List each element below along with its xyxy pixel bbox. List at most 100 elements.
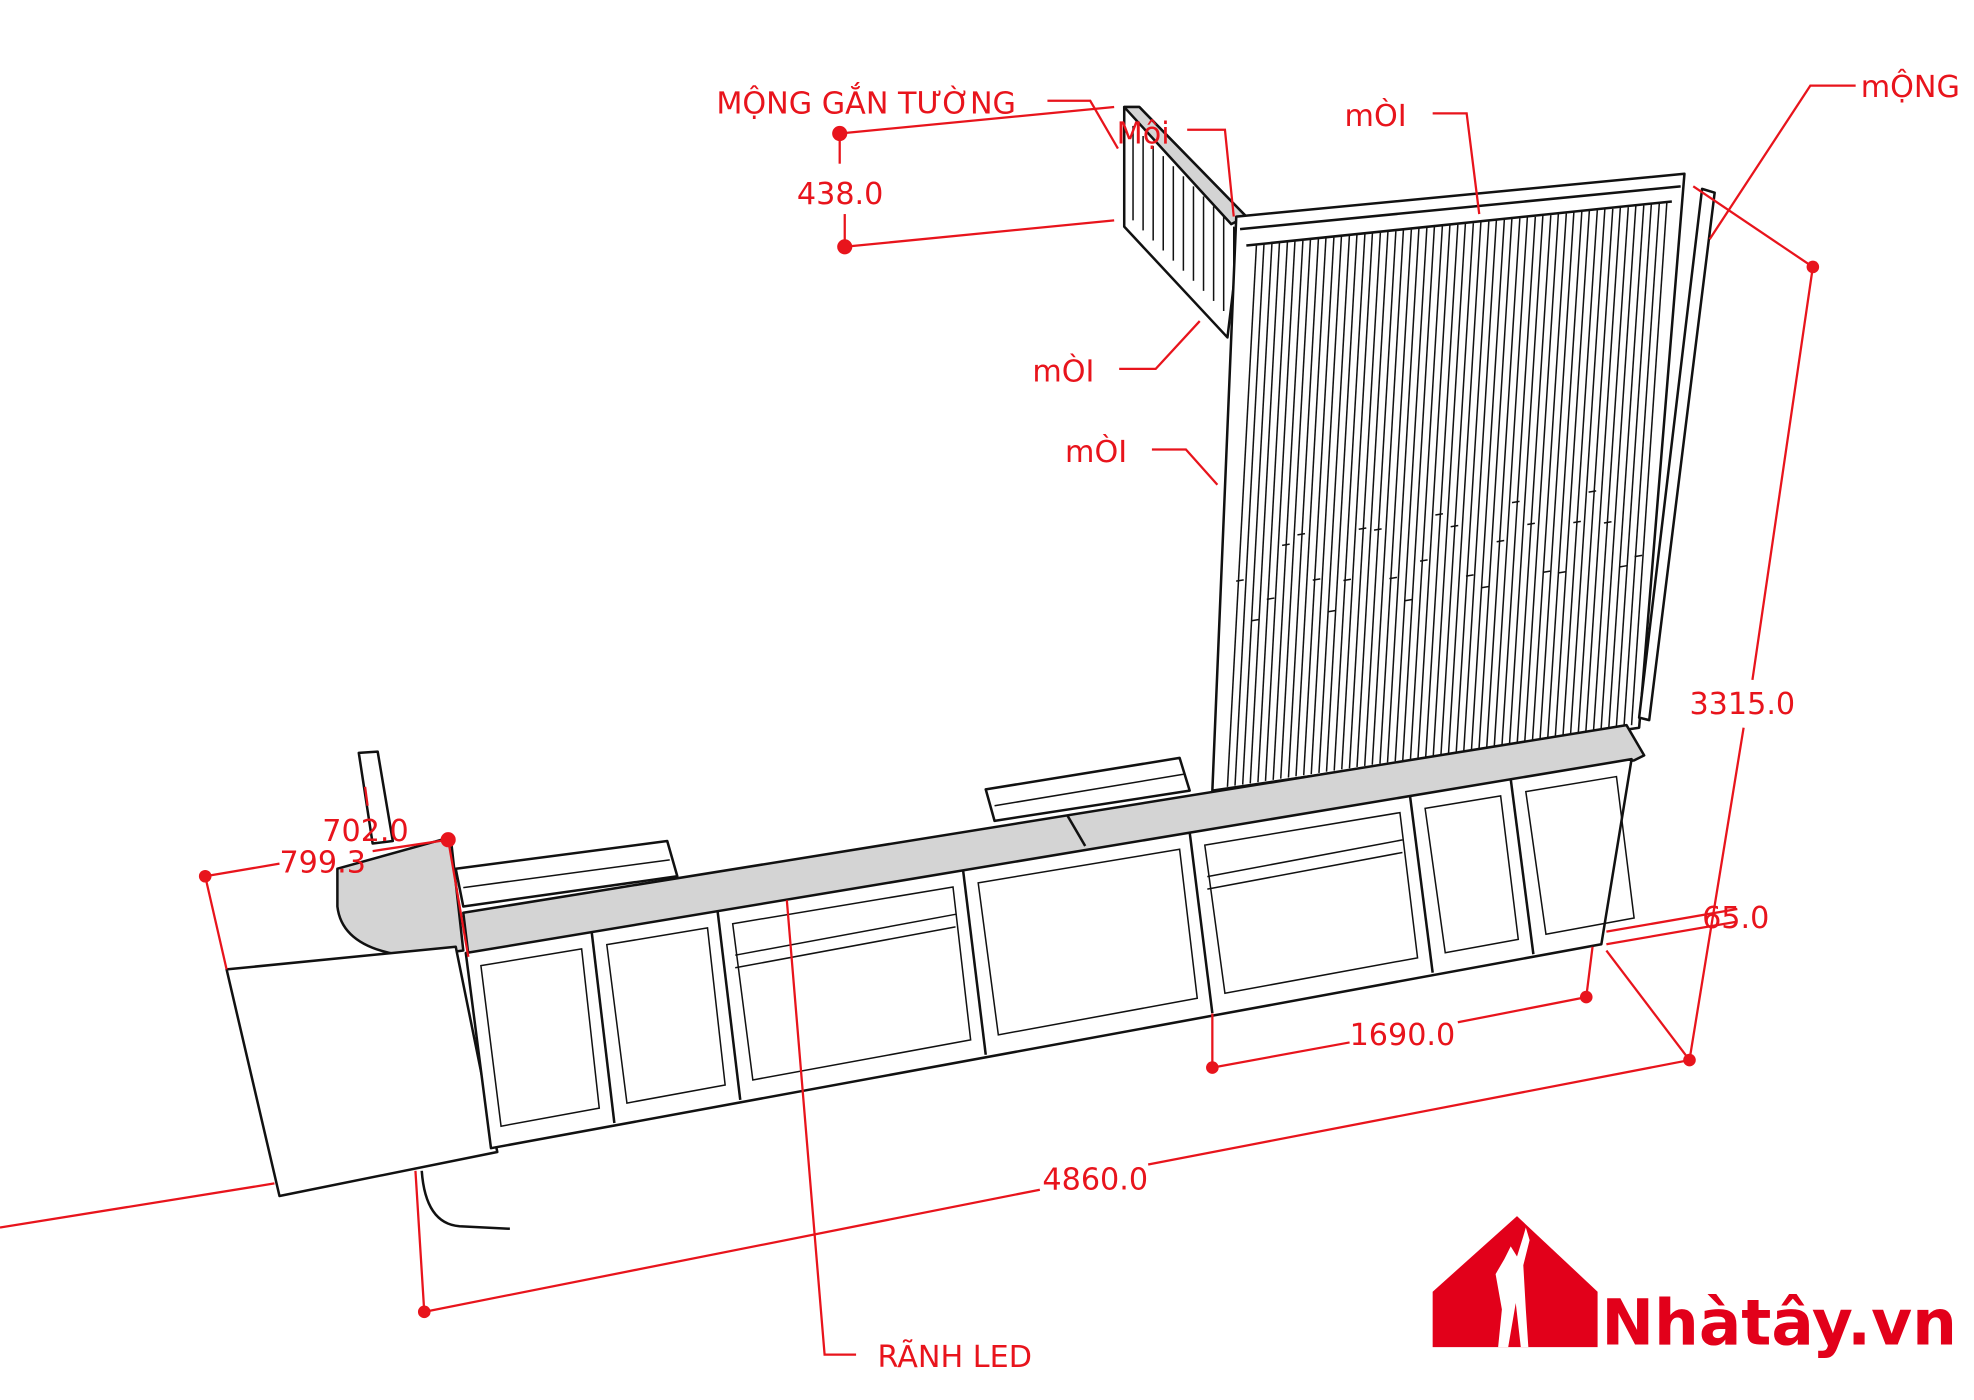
slat-gap [1266, 597, 1275, 601]
label-moi-2: mÒI [1032, 352, 1094, 389]
dim-1690: 1690.0 [1350, 1018, 1456, 1053]
slat [1318, 235, 1351, 773]
slat [1623, 203, 1661, 727]
slat-gap [1251, 618, 1260, 622]
drawer-line [735, 926, 956, 969]
slat [1295, 237, 1327, 777]
slat [1325, 234, 1358, 772]
slat [1402, 226, 1436, 761]
left-post [357, 750, 395, 845]
slat [1554, 210, 1591, 737]
label-moi-top: Mội [1117, 117, 1170, 152]
slat [1234, 244, 1265, 786]
label-moi-3: mÒI [1065, 433, 1127, 470]
dim-65: 65.0 [1702, 901, 1769, 936]
door-divider [1509, 778, 1535, 955]
slat [1409, 226, 1444, 760]
back-slat-panel [1211, 172, 1686, 792]
drawer-line [1207, 839, 1403, 878]
label-moi-1: mÒI [1345, 97, 1407, 134]
slat-gap [1312, 578, 1321, 581]
label-ranh-led: RÃNH LED [877, 1339, 1031, 1375]
slat [1379, 229, 1413, 764]
door-divider [1188, 832, 1214, 1014]
slat [1470, 219, 1506, 750]
slat [1478, 218, 1513, 749]
dimension-lines [0, 84, 1856, 1356]
slat [1592, 207, 1630, 732]
slat [1608, 205, 1645, 729]
slat [1600, 205, 1637, 730]
side-slat-panel [1122, 105, 1248, 339]
door-panel [1424, 794, 1520, 954]
slat [1493, 217, 1529, 747]
modulor-figure-icon [1495, 1227, 1530, 1348]
slat-gap [1389, 576, 1398, 580]
slat [1485, 218, 1521, 748]
slat-gap [1619, 564, 1627, 568]
slat [1241, 243, 1273, 785]
door-panel [605, 927, 726, 1104]
nhatay-logo: Nhàtây.vn [1432, 1216, 1957, 1360]
door-panel [977, 848, 1199, 1036]
slat [1569, 209, 1606, 735]
slat-gap [1358, 527, 1367, 531]
slat-gap [1634, 554, 1643, 558]
slat [1417, 225, 1451, 758]
slat [1531, 213, 1568, 741]
slat-gap [1557, 570, 1566, 574]
label-mong-right: mỘNG [1861, 68, 1960, 105]
slat [1264, 241, 1296, 781]
slat [1226, 245, 1258, 787]
slat [1432, 223, 1467, 756]
slat-gap [1481, 585, 1490, 589]
label-mong-gan-tuong: MỘNG GẮN TƯỜNG [716, 81, 1016, 121]
slat [1562, 210, 1599, 736]
slat [1333, 234, 1366, 771]
slat-gap [1542, 570, 1551, 574]
slat [1386, 228, 1420, 763]
slat-gap [1450, 524, 1459, 528]
door-panel [731, 886, 972, 1081]
dim-438: 438.0 [797, 177, 883, 212]
slat-gap [1435, 512, 1444, 516]
slat [1280, 239, 1312, 779]
door-divider [716, 910, 742, 1101]
door-divider [590, 931, 616, 1124]
slat [1577, 208, 1614, 734]
slat [1447, 221, 1482, 754]
door-panel [1203, 811, 1419, 995]
slat-gap [1343, 578, 1352, 582]
slat [1310, 236, 1343, 775]
top-box-right [984, 756, 1191, 823]
door-divider [961, 870, 987, 1055]
slat [1371, 229, 1405, 765]
slat [1585, 207, 1622, 733]
slat-gap [1404, 598, 1413, 602]
dim-799: 799.3 [279, 845, 365, 880]
slat-gap [1573, 520, 1581, 524]
slat-gap [1419, 559, 1428, 562]
slat [1348, 232, 1382, 769]
door-divider [1408, 795, 1434, 973]
door-panel [1524, 775, 1635, 936]
slat-gap [1465, 574, 1474, 577]
right-post [1637, 187, 1716, 722]
logo-text: Nhàtây.vn [1601, 1287, 1957, 1360]
slat-gap [1496, 539, 1505, 543]
drawer-line [1207, 851, 1403, 890]
slat [1630, 202, 1668, 726]
slat-gap [1327, 609, 1336, 613]
door-panel [480, 947, 601, 1128]
slat [1302, 237, 1335, 776]
slat-gap [1281, 543, 1290, 547]
slat-gap [1373, 528, 1382, 531]
slat [1257, 242, 1289, 783]
slat [1272, 240, 1304, 780]
slat-gap [1603, 521, 1612, 524]
dim-4860: 4860.0 [1042, 1163, 1148, 1198]
slat [1615, 204, 1653, 728]
dim-702: 702.0 [322, 814, 408, 849]
slat [1547, 211, 1583, 739]
